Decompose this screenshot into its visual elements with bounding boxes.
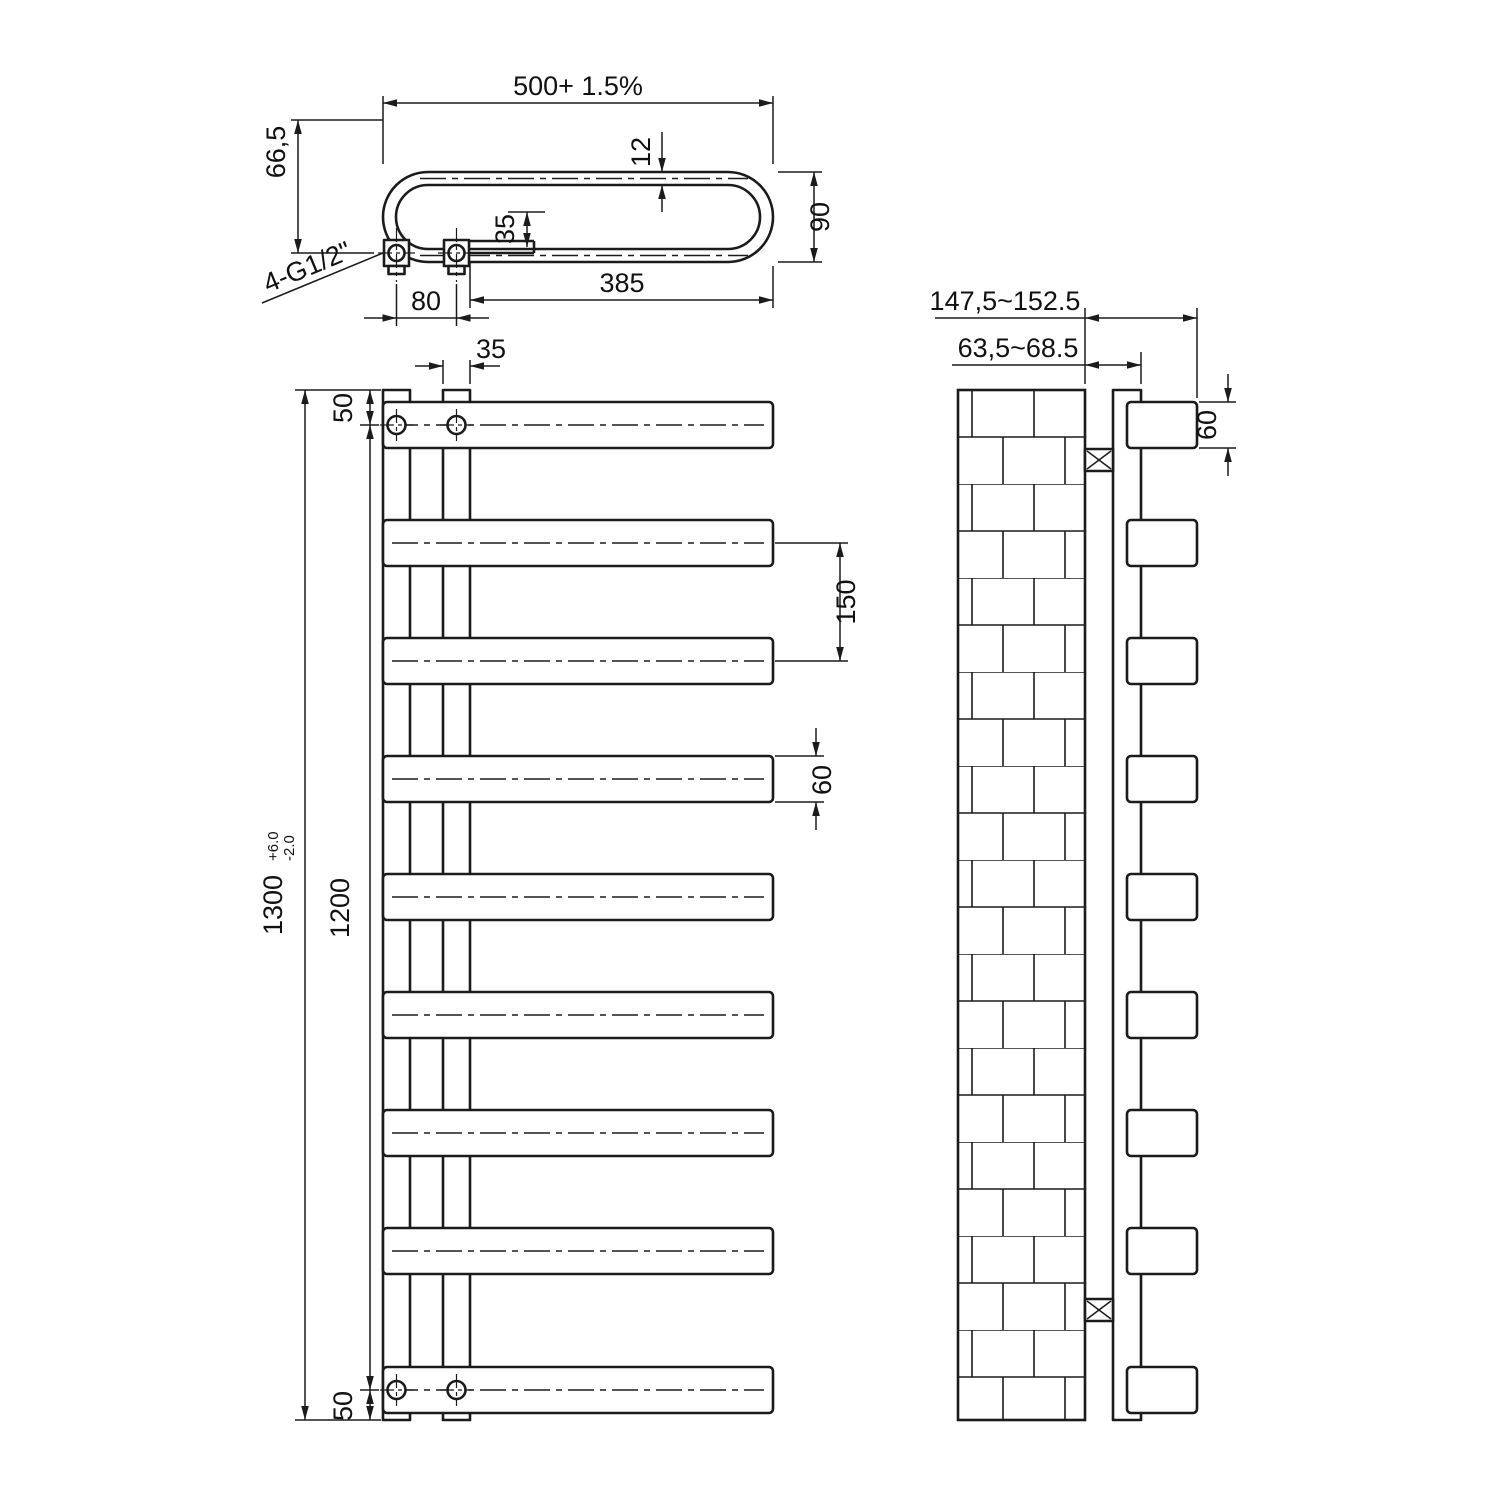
dim-inlet-length: 385	[469, 262, 774, 308]
inlet-pipe	[469, 239, 536, 255]
dim-wall-to-front: 147,5~152.5	[930, 286, 1198, 398]
wall-bracket-top	[1083, 447, 1115, 473]
dim-height-offset: 66,5	[261, 119, 383, 254]
dim-bar-height-label: 60	[807, 765, 837, 795]
dim-tube-thickness-label: 12	[626, 137, 656, 167]
bar-section	[1125, 990, 1199, 1040]
wall	[956, 388, 1087, 1422]
loop-outer	[381, 170, 775, 264]
dim-bar-depth: 60	[1192, 374, 1236, 476]
dim-tube-thickness: 12	[626, 132, 666, 212]
wall-bracket-bottom	[1083, 1297, 1115, 1323]
bar-section	[1125, 400, 1199, 450]
bar-section	[1125, 1365, 1199, 1415]
dim-width: 500+ 1.5%	[382, 71, 774, 164]
dim-bar-height: 60	[775, 728, 837, 830]
tolerance-minus-label: -2.0	[281, 835, 298, 861]
bar-section	[1125, 518, 1199, 568]
connection-fitting-right	[438, 228, 475, 282]
side-view: 147,5~152.5 63,5~68.5 60	[930, 286, 1236, 1422]
dim-inlet-offset-label: 35	[490, 214, 520, 244]
dim-height-offset-label: 66,5	[261, 126, 291, 179]
dim-connection-spacing: 80	[364, 284, 489, 326]
dim-bottom-offset-label: 50	[328, 1391, 358, 1421]
bar-section	[1125, 754, 1199, 804]
side-bars	[1125, 400, 1199, 1415]
connection-fitting-left	[378, 228, 415, 282]
dim-bottom-offset: 50	[328, 1390, 374, 1421]
dim-wall-to-bracket: 63,5~68.5	[952, 333, 1142, 384]
bar-section	[1125, 1226, 1199, 1276]
loop-inner	[394, 183, 762, 251]
dim-tube-width-label: 35	[476, 334, 506, 364]
dim-loop-depth: 90	[778, 171, 835, 263]
dim-loop-depth-label: 90	[805, 202, 835, 232]
thread-label: 4-G1/2"	[259, 236, 356, 299]
dim-top-offset-label: 50	[328, 393, 358, 423]
dim-overall-height-label: 1300	[258, 875, 288, 935]
dim-connection-spacing-label: 80	[411, 286, 441, 316]
dim-bar-span: 1200	[325, 424, 379, 1391]
bar-section	[1125, 872, 1199, 922]
dim-wall-to-front-label: 147,5~152.5	[930, 286, 1081, 316]
dim-top-offset: 50	[328, 390, 374, 425]
dim-bar-depth-label: 60	[1192, 410, 1222, 440]
dim-inlet-offset: 35	[490, 211, 545, 247]
tolerance-plus-label: +6.0	[265, 831, 282, 861]
front-view: 35 1300 +6.0 -2.0 1200 50 5	[258, 334, 861, 1422]
dim-bar-span-label: 1200	[325, 878, 355, 938]
thread-callout: 4-G1/2"	[259, 236, 384, 304]
top-view: 500+ 1.5% 66,5 12 35 90	[259, 71, 835, 326]
front-bars	[381, 400, 775, 1415]
connection-points	[380, 409, 473, 1406]
dim-bar-pitch: 150	[775, 542, 861, 662]
bar-section	[1125, 636, 1199, 686]
dim-width-label: 500+ 1.5%	[513, 71, 643, 101]
dim-overall-height: 1300 +6.0 -2.0	[258, 389, 381, 1421]
dim-bar-pitch-label: 150	[831, 579, 861, 624]
bar-section	[1125, 1108, 1199, 1158]
dim-tube-width: 35	[415, 334, 506, 384]
dim-inlet-length-label: 385	[599, 268, 644, 298]
dim-wall-to-bracket-label: 63,5~68.5	[958, 333, 1079, 363]
